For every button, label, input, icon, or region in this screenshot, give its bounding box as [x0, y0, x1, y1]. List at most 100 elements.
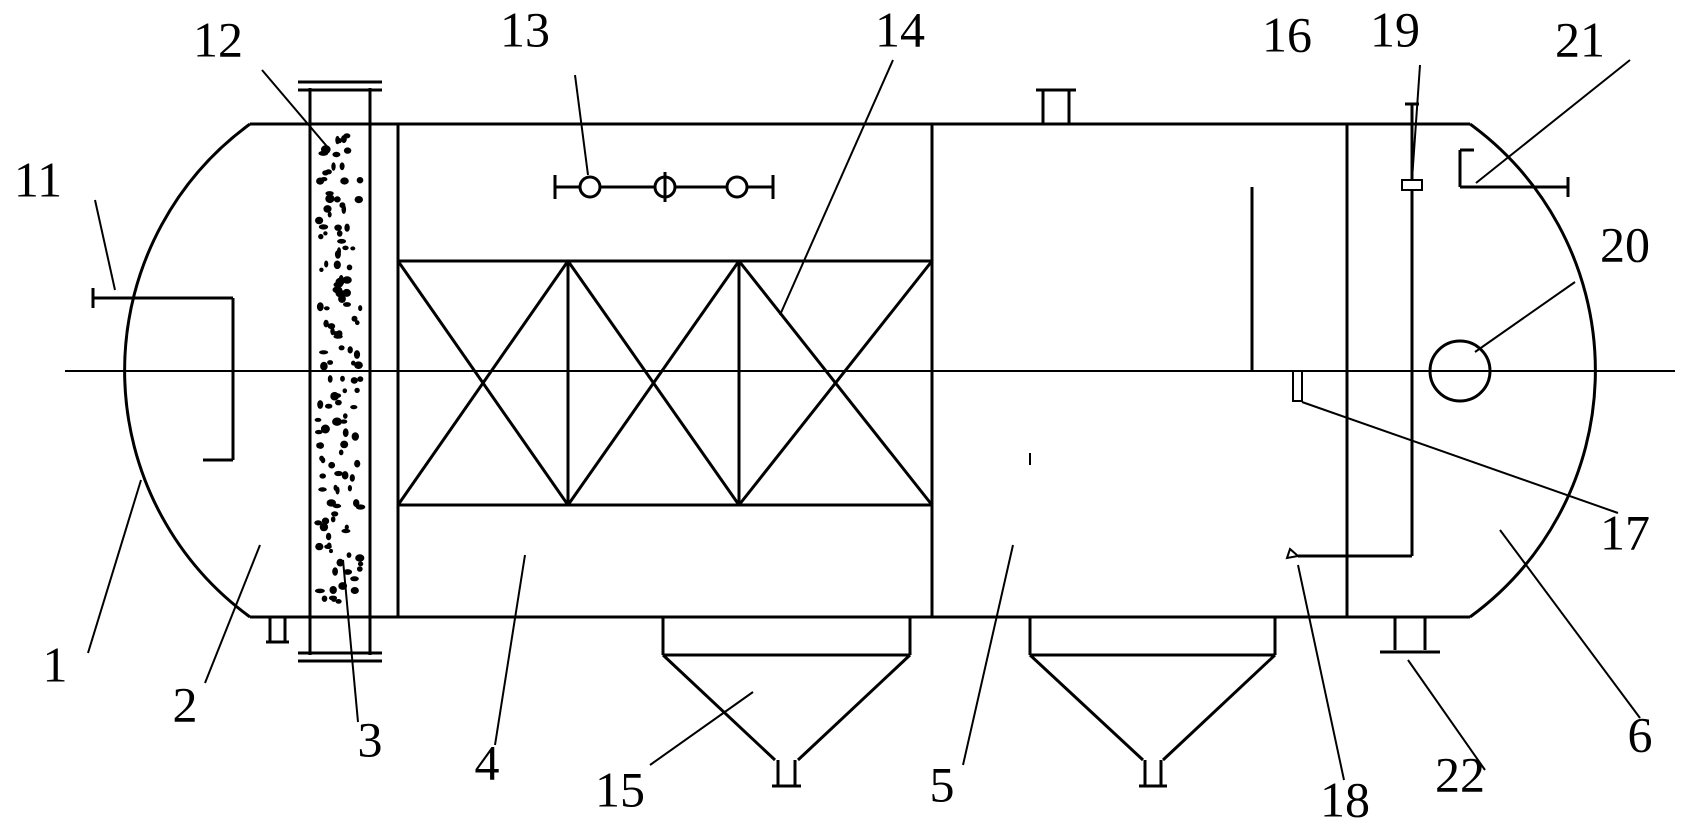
- leader-lines: [87, 59, 1641, 781]
- media-granule: [347, 485, 352, 492]
- media-granule: [335, 289, 345, 298]
- media-granule: [351, 432, 359, 441]
- label-19: 19: [1370, 1, 1420, 57]
- inlet-pipe: [91, 288, 235, 462]
- media-granule: [347, 346, 353, 354]
- media-granule: [342, 276, 352, 284]
- media-granule: [342, 388, 348, 394]
- media-granule: [320, 424, 330, 434]
- media-granule: [340, 177, 349, 185]
- media-granule: [314, 588, 325, 594]
- media-granule: [357, 561, 364, 567]
- label-22: 22: [1435, 746, 1485, 802]
- label-18: 18: [1320, 771, 1370, 827]
- media-granule: [320, 361, 328, 371]
- media-granule: [318, 487, 327, 492]
- media-granule: [318, 233, 324, 240]
- media-granule: [342, 288, 352, 297]
- media-granule: [332, 567, 338, 576]
- media-granule: [326, 542, 332, 549]
- media-granule: [342, 245, 349, 251]
- media-granule: [331, 162, 336, 171]
- media-granule: [329, 548, 333, 554]
- media-granule: [330, 516, 336, 523]
- media-granule: [336, 558, 344, 567]
- label-13: 13: [500, 1, 550, 57]
- media-granule: [350, 576, 359, 582]
- callout-labels: 1 2 3 4 5 6 11 12 13 14 15 16 17 18 19 2…: [14, 1, 1653, 827]
- media-granule: [332, 151, 341, 158]
- media-granule: [323, 205, 332, 213]
- media-granule: [338, 449, 344, 456]
- media-granule: [343, 302, 351, 307]
- media-granule: [335, 277, 345, 287]
- media-granule: [325, 194, 335, 204]
- media-granule: [320, 457, 326, 464]
- media-granule: [329, 586, 337, 594]
- media-granule: [335, 486, 340, 495]
- media-granule: [314, 520, 323, 526]
- label-4: 4: [475, 734, 500, 790]
- media-granule: [349, 474, 355, 482]
- drain-nozzle-left: [266, 617, 289, 644]
- media-granule: [334, 393, 342, 398]
- media-granule: [315, 542, 324, 551]
- media-granule: [356, 566, 363, 572]
- top-nozzle: [1036, 88, 1076, 124]
- media-granule: [327, 360, 334, 365]
- media-granule: [327, 375, 333, 383]
- outlet-pipe: [1458, 148, 1570, 197]
- media-granule: [326, 499, 336, 507]
- media-granule: [336, 230, 343, 237]
- media-granule: [328, 595, 338, 601]
- media-granule: [350, 377, 358, 384]
- media-granule: [343, 413, 348, 419]
- media-granule: [319, 473, 327, 479]
- media-granule: [350, 587, 359, 594]
- sludge-hopper-right: [1028, 617, 1277, 788]
- media-granule: [358, 305, 363, 312]
- media-granule: [335, 399, 342, 406]
- media-granule: [346, 264, 353, 271]
- media-granule: [334, 250, 341, 259]
- label-11: 11: [14, 151, 62, 207]
- label-17: 17: [1600, 504, 1650, 560]
- media-granule: [319, 267, 324, 272]
- media-granule: [341, 204, 347, 214]
- media-granule: [333, 334, 343, 339]
- media-granule: [323, 306, 330, 311]
- media-granule: [319, 350, 329, 355]
- media-granule: [314, 417, 322, 422]
- media-granule: [335, 599, 342, 604]
- sludge-hopper-left: [661, 617, 912, 788]
- media-granule: [333, 196, 341, 203]
- label-15: 15: [595, 761, 645, 817]
- media-granule: [323, 319, 329, 328]
- label-5: 5: [930, 756, 955, 812]
- media-granule: [343, 133, 351, 139]
- media-granule: [315, 429, 323, 435]
- label-3: 3: [358, 711, 383, 767]
- media-granule: [328, 461, 336, 469]
- label-14: 14: [875, 1, 925, 57]
- media-granule: [316, 177, 325, 185]
- media-granule: [334, 224, 342, 231]
- media-granule: [341, 471, 349, 480]
- media-granule: [350, 246, 356, 251]
- media-granule: [321, 595, 328, 602]
- media-granule: [344, 223, 350, 232]
- media-granule: [350, 405, 358, 410]
- media-granule: [351, 315, 358, 322]
- media-granule: [324, 260, 329, 268]
- level-device: [1292, 370, 1303, 402]
- media-granule: [353, 350, 361, 359]
- media-granule: [357, 376, 364, 382]
- label-2: 2: [173, 676, 198, 732]
- manhole: [1428, 339, 1492, 403]
- media-granule: [325, 403, 333, 409]
- label-21: 21: [1555, 11, 1605, 67]
- media-granule: [354, 459, 361, 468]
- media-granule: [332, 417, 342, 426]
- media-granule: [319, 522, 329, 532]
